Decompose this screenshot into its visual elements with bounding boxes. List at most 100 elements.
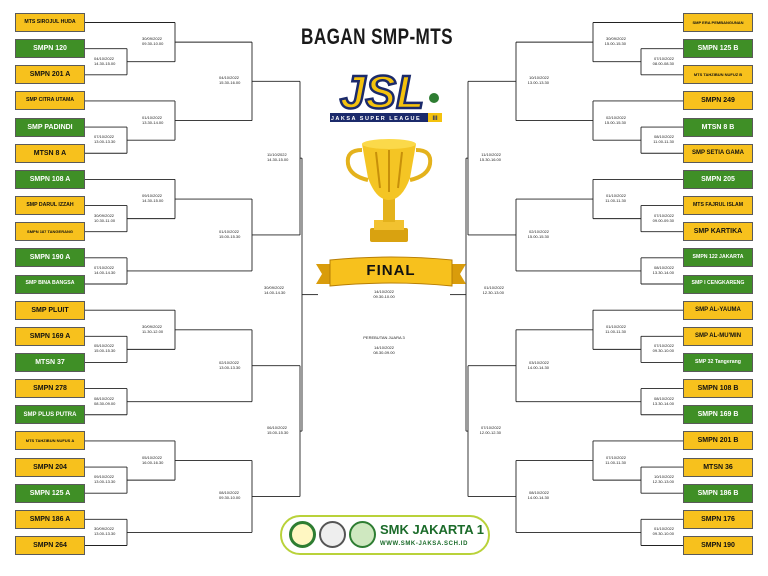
team-box: SMP I CENGKARENG [683, 274, 753, 294]
team-box: SMP CITRA UTAMA [15, 91, 85, 111]
team-box: SMP DARUL IZZAH [15, 196, 85, 216]
match-time: 12.30-13.00 [652, 479, 674, 485]
match-date: 10/10/2022 [528, 75, 549, 81]
match-date: 07/10/2022 [653, 55, 674, 61]
team-box: SMPN 201 A [15, 65, 85, 85]
jsl-logo-text: JSL [340, 66, 424, 118]
match-date: 07/10/2022 [94, 134, 115, 140]
team-box: SMP AL-MU'MIN [683, 326, 753, 346]
match-time: 14.30-15.00 [142, 198, 164, 203]
match-date: 08/10/2022 [94, 395, 115, 401]
team-box: SMPN 122 JAKARTA [683, 248, 753, 268]
match-date: 01/10/2022 [653, 526, 674, 532]
match-time: 09.00-09.30 [652, 217, 674, 223]
team-box: SMP KARTIKA [683, 222, 753, 242]
team-box: SMPN 278 [15, 379, 85, 399]
match-time: 15.00-15.30 [94, 348, 116, 354]
match-date: 04/10/2022 [94, 55, 115, 61]
team-box: MTS FAJRUL ISLAM [683, 196, 753, 216]
match-date: 07/10/2022 [653, 212, 674, 218]
match-date: 30/09/2022 [94, 212, 115, 218]
team-box: MTSN 8 A [15, 143, 85, 163]
jsl-logo-subtitle: JAKSA SUPER LEAGUE [331, 116, 421, 122]
match-time: 15.00-15.30 [604, 119, 626, 125]
team-box: SMPN 186 A [15, 509, 85, 529]
match-time: 15.30-16.00 [219, 80, 241, 86]
third-place-date: 14/10/2022 [373, 345, 395, 350]
team-box: SMP BINA BANGSA [15, 274, 85, 294]
team-box: MTSN 37 [15, 352, 85, 372]
match-date: 01/10/2022 [605, 193, 626, 198]
match-time: 13.00-13.30 [94, 531, 116, 537]
third-place-schedule: PEREBUTAN JUARA 3 14/10/2022 08.30-09.00 [344, 335, 424, 355]
match-time: 13.30-14.00 [652, 269, 674, 275]
team-box: SMPN 108 B [683, 379, 753, 399]
match-date: 07/10/2022 [94, 264, 115, 270]
match-date: 08/10/2022 [653, 264, 674, 270]
match-date: 08/10/2022 [219, 490, 240, 496]
match-date: 05/10/2022 [142, 454, 163, 460]
team-box: SMPN 169 A [15, 326, 85, 346]
match-time: 15.00-15.30 [604, 41, 626, 47]
match-time: 14.30-15.00 [94, 60, 116, 66]
match-time: 13.00-13.30 [527, 80, 549, 86]
school-emblem-icon [289, 521, 316, 548]
team-box: SMPN 249 [683, 91, 753, 111]
match-date: 01/10/2022 [483, 284, 504, 290]
match-time: 11.00-11.30 [605, 328, 626, 334]
match-date: 03/10/2022 [528, 359, 549, 365]
team-box: SMP PLUIT [15, 300, 85, 320]
team-box: SMPN 186 B [683, 483, 753, 503]
match-date: 11/10/2022 [481, 152, 501, 158]
team-box: SMP PADINDI [15, 117, 85, 137]
match-time: 14.00-14.30 [264, 289, 286, 295]
match-date: 07/10/2022 [480, 425, 501, 431]
team-box: SMPN 201 B [683, 431, 753, 451]
team-box: SMPN 190 A [15, 248, 85, 268]
school-website: WWW.SMK-JAKSA.SCH.ID [380, 541, 468, 547]
team-box: SMPN 204 [15, 457, 85, 477]
match-time: 14.00-14.30 [94, 269, 116, 275]
team-box: MTSN 8 B [683, 117, 753, 137]
match-date: 11/10/2022 [267, 152, 287, 158]
school-name: SMK JAKARTA 1 [380, 522, 485, 537]
match-date: 09/10/2022 [94, 474, 115, 480]
match-date: 01/10/2022 [219, 228, 240, 234]
match-date: 01/10/2022 [605, 323, 626, 329]
match-time: 11.00-11.30 [605, 198, 626, 203]
match-date: 07/10/2022 [653, 343, 674, 349]
match-date: 30/09/2022 [94, 526, 115, 532]
match-date: 30/09/2022 [605, 36, 626, 42]
match-time: 09.30-10.00 [219, 495, 241, 501]
match-time: 13.30-14.00 [142, 119, 164, 125]
team-box: SMP PLUS PUTRA [15, 405, 85, 425]
